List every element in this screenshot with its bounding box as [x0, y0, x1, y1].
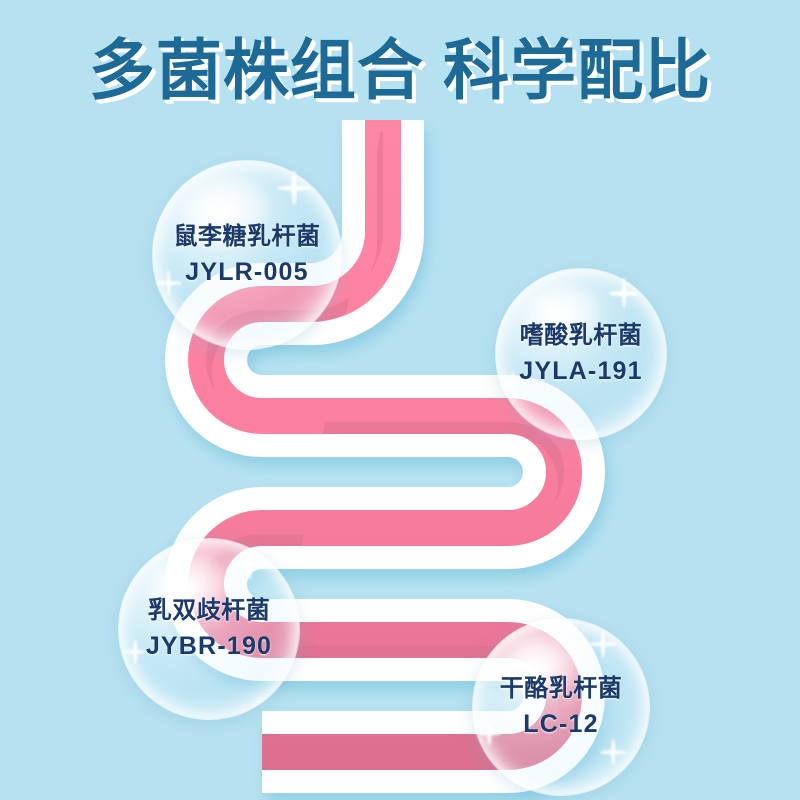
strain-code: JYLA-191	[519, 356, 643, 385]
strain-name: 干酪乳杆菌	[499, 675, 623, 703]
bubble-sparkle-icon	[477, 721, 501, 745]
bubble-sparkle-icon	[234, 549, 264, 579]
strain-name: 乳双歧杆菌	[147, 597, 271, 625]
bubble-label-group: 嗜酸乳杆菌 JYLA-191	[519, 321, 643, 387]
bubble-label-group: 干酪乳杆菌 LC-12	[500, 674, 623, 740]
strain-bubble-lc-12[interactable]: 干酪乳杆菌 LC-12	[472, 618, 650, 796]
strain-name: 嗜酸乳杆菌	[519, 322, 643, 350]
strain-bubble-jylr-005[interactable]: 鼠李糖乳杆菌 JYLR-005	[152, 160, 342, 350]
strain-name: 鼠李糖乳杆菌	[173, 223, 321, 251]
strain-code: JYLR-005	[185, 257, 309, 286]
bubble-sparkle-icon	[600, 739, 626, 765]
strain-code: LC-12	[523, 709, 599, 738]
bubble-label-group: 乳双歧杆菌 JYBR-190	[146, 596, 272, 662]
bubble-sparkle-icon	[123, 640, 147, 664]
bubble-label-group: 鼠李糖乳杆菌 JYLR-005	[174, 222, 321, 288]
strain-bubble-jybr-190[interactable]: 乳双歧杆菌 JYBR-190	[118, 538, 300, 720]
strain-code: JYBR-190	[145, 631, 273, 660]
page-title: 多菌株组合 科学配比	[88, 33, 712, 107]
strain-bubble-jyla-191[interactable]: 嗜酸乳杆菌 JYLA-191	[495, 268, 667, 440]
bubble-sparkle-icon	[589, 630, 617, 658]
